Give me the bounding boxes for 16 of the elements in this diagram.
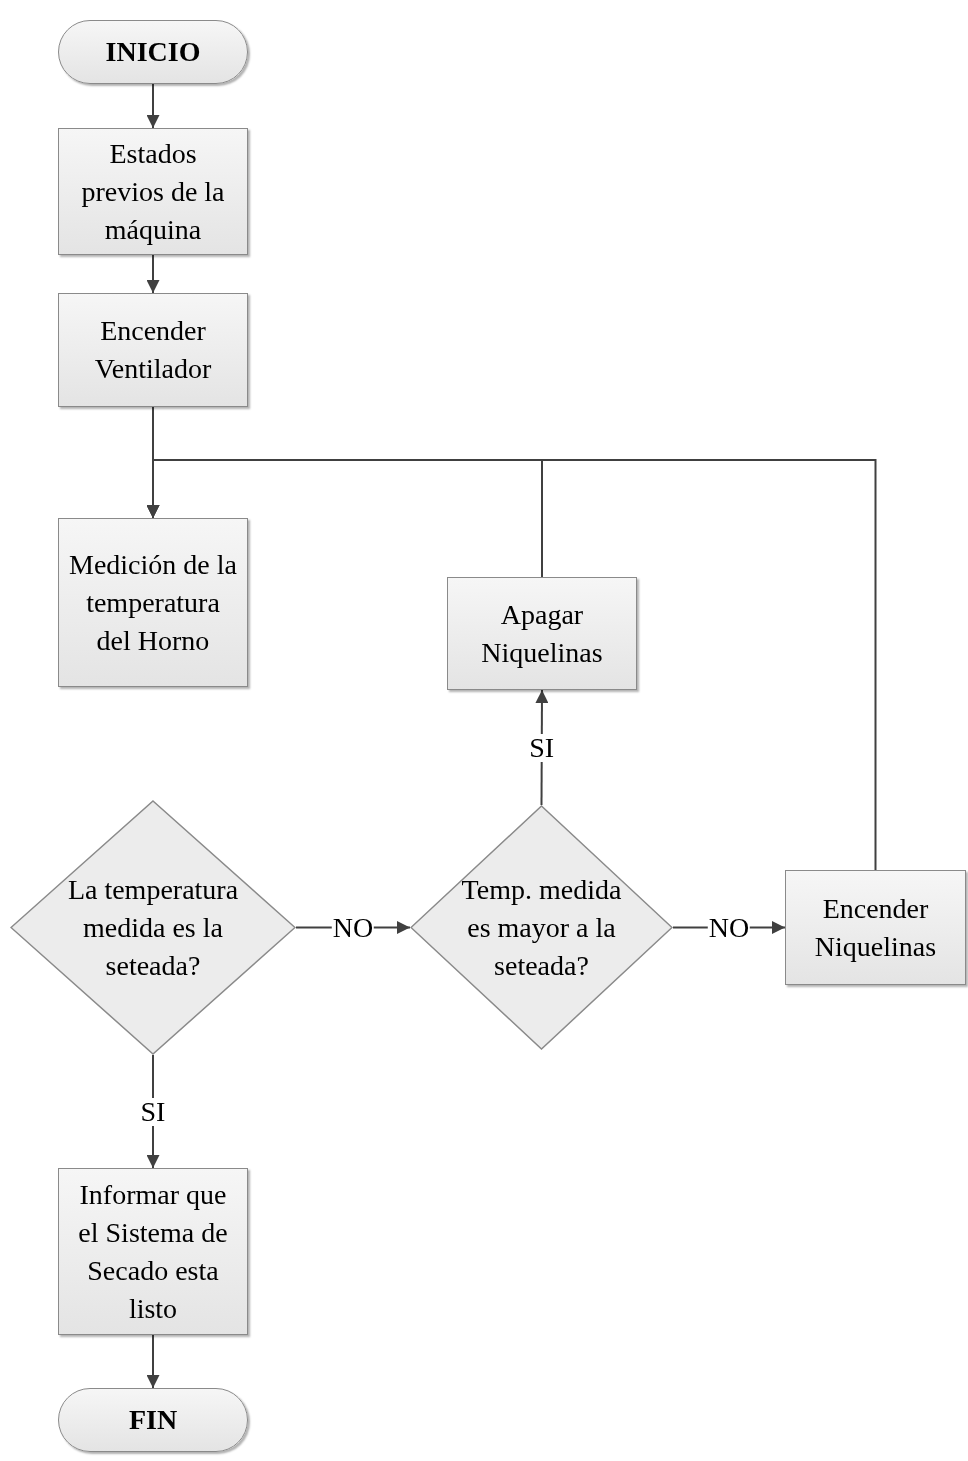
process-box: Informar que el Sistema de Secado esta listo — [58, 1168, 248, 1335]
edge-label: SI — [139, 1097, 167, 1126]
arrow — [146, 459, 877, 871]
arrow — [146, 83, 160, 129]
arrow — [146, 254, 160, 294]
arrow — [146, 1334, 160, 1389]
decision-text: La temperatura medida es la seteada? — [66, 872, 240, 983]
process-box: Apagar Niquelinas — [447, 577, 637, 690]
process-box: Encender Ventilador — [58, 293, 248, 407]
edge-label: SI — [528, 733, 556, 762]
terminal-shape: INICIO — [58, 20, 248, 84]
process-box: Estados previos de la máquina — [58, 128, 248, 255]
terminal-shape: FIN — [58, 1388, 248, 1452]
process-box: Encender Niquelinas — [785, 870, 966, 985]
decision-text: Temp. medida es mayor a la seteada? — [460, 872, 623, 983]
process-box: Medición de la temperatura del Horno — [58, 518, 248, 687]
